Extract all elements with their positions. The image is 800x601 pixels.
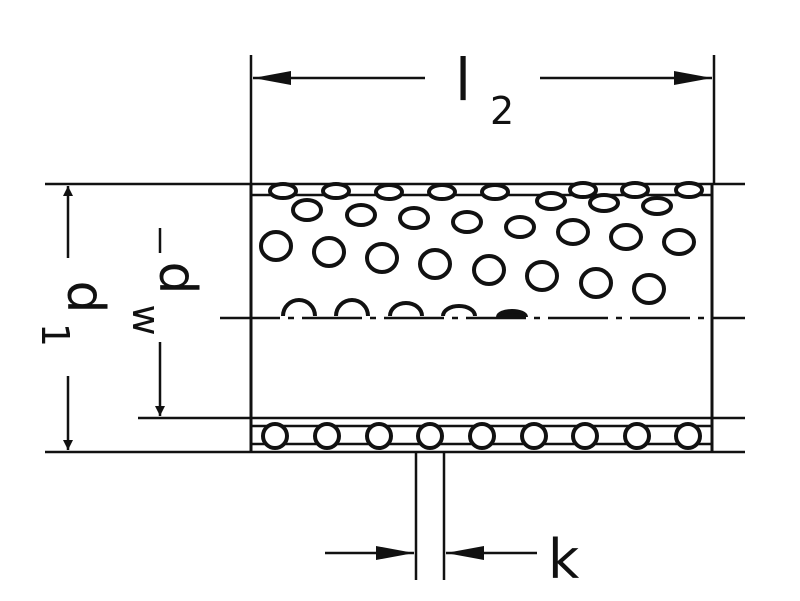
ball-pocket <box>662 228 696 256</box>
ball-pocket <box>365 242 399 274</box>
label-k: k <box>548 528 580 591</box>
ball-pocket <box>451 210 483 234</box>
ball-pocket <box>374 183 404 201</box>
label-d1: d 1 <box>33 280 115 347</box>
label-dw: d w <box>124 261 207 335</box>
label-dw-subscript: w <box>124 304 168 335</box>
ball-pocket <box>674 181 704 199</box>
ball-pockets-row-2 <box>291 191 673 239</box>
ball-pocket <box>261 422 289 450</box>
label-l2-main: l <box>455 46 471 114</box>
ball-pocket <box>312 236 346 268</box>
ball-pocket <box>416 422 444 450</box>
ball-pocket <box>468 422 496 450</box>
ball-pocket <box>388 301 424 317</box>
label-l2: l <box>455 46 471 114</box>
ball-pocket <box>674 422 702 450</box>
ball-pocket <box>641 196 673 216</box>
ball-pocket <box>281 298 317 317</box>
ball-pocket <box>535 191 567 211</box>
ball-pocket <box>398 206 430 230</box>
ball-pocket <box>334 298 370 317</box>
ball-pocket <box>313 422 341 450</box>
ball-pocket <box>571 422 599 450</box>
ball-pocket <box>480 183 510 201</box>
dimension-l2 <box>249 55 716 185</box>
ball-pocket <box>525 260 559 292</box>
ball-pocket <box>427 183 457 201</box>
label-d1-main: d <box>55 280 115 313</box>
ball-pocket <box>568 181 598 199</box>
ball-pocket <box>588 193 620 213</box>
label-l2-subscript: 2 <box>490 89 514 133</box>
dimension-k <box>325 452 537 580</box>
ball-pockets-row-4-cut <box>281 298 528 318</box>
ball-pocket <box>345 203 377 227</box>
ball-pocket <box>623 422 651 450</box>
ball-pocket <box>259 230 293 262</box>
ball-pocket <box>441 304 477 317</box>
ball-pocket <box>365 422 393 450</box>
ball-pocket <box>609 223 643 251</box>
ball-pocket <box>620 181 650 199</box>
ball-pocket <box>632 273 666 305</box>
ball-pocket <box>268 182 298 200</box>
label-d1-subscript: 1 <box>33 323 77 347</box>
ball-pockets-bottom-row <box>261 422 702 450</box>
label-dw-main: d <box>147 261 207 294</box>
ball-pocket <box>496 309 528 318</box>
ball-pockets-row-3 <box>259 218 696 305</box>
ball-pocket <box>556 218 590 246</box>
ball-pocket <box>504 215 536 239</box>
ball-pocket <box>321 182 351 200</box>
ball-pocket <box>418 248 452 280</box>
ball-pocket <box>291 198 323 222</box>
ball-pockets-top-row <box>268 181 704 201</box>
ball-pocket <box>579 267 613 299</box>
ball-pocket <box>472 254 506 286</box>
ball-pocket <box>520 422 548 450</box>
